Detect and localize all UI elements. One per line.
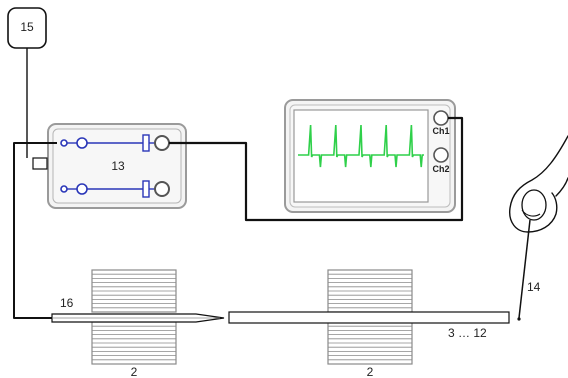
hand-outline bbox=[509, 135, 568, 233]
terminal-small-icon bbox=[60, 185, 68, 193]
ch2-label: Ch2 bbox=[432, 164, 449, 174]
rod-range-label: 3 … 12 bbox=[448, 326, 487, 340]
terminal-ring-icon bbox=[76, 183, 88, 195]
unit-13-channel-lower bbox=[60, 180, 170, 198]
bnc-connector-icon bbox=[154, 135, 170, 151]
bnc-connector-icon bbox=[154, 181, 170, 197]
coil-left-label: 2 bbox=[131, 365, 138, 378]
probe-14-needle bbox=[518, 219, 531, 319]
coil-right bbox=[327, 269, 413, 365]
connector-block bbox=[32, 157, 48, 170]
ch1-label: Ch1 bbox=[432, 126, 449, 136]
probe-14-tip bbox=[517, 317, 521, 321]
cable-unit13-to-ch1 bbox=[169, 116, 464, 222]
hand-thumb bbox=[555, 177, 568, 197]
probe-16 bbox=[51, 313, 225, 323]
cable-unit13-to-probe16 bbox=[13, 142, 57, 319]
hand-probe-14-label: 14 bbox=[527, 280, 541, 294]
coil-right-winding-lines bbox=[328, 273, 412, 361]
coil-left-winding-lines bbox=[92, 273, 176, 361]
probe-14-grip bbox=[521, 189, 547, 221]
unit-13: 13 bbox=[47, 123, 187, 209]
oscilloscope-signal-trace bbox=[298, 124, 424, 168]
box-15-label: 15 bbox=[20, 20, 34, 34]
resistor-icon bbox=[142, 134, 150, 152]
coil-left bbox=[91, 269, 177, 365]
resistor-icon bbox=[142, 180, 150, 198]
coil-right-label: 2 bbox=[367, 365, 374, 378]
unit-13-label: 13 bbox=[111, 159, 125, 173]
specimen-rod bbox=[228, 311, 510, 324]
ch2-connector-icon bbox=[433, 147, 449, 163]
probe-16-label: 16 bbox=[60, 296, 74, 310]
hand-icon bbox=[509, 135, 568, 233]
oscilloscope-screen bbox=[293, 109, 429, 203]
hand-finger-line bbox=[521, 209, 541, 217]
terminal-small-icon bbox=[60, 139, 68, 147]
oscilloscope: Ch1 Ch2 bbox=[284, 99, 456, 213]
ch1-connector-icon bbox=[433, 110, 449, 126]
terminal-ring-icon bbox=[76, 137, 88, 149]
box-15: 15 bbox=[7, 7, 47, 49]
